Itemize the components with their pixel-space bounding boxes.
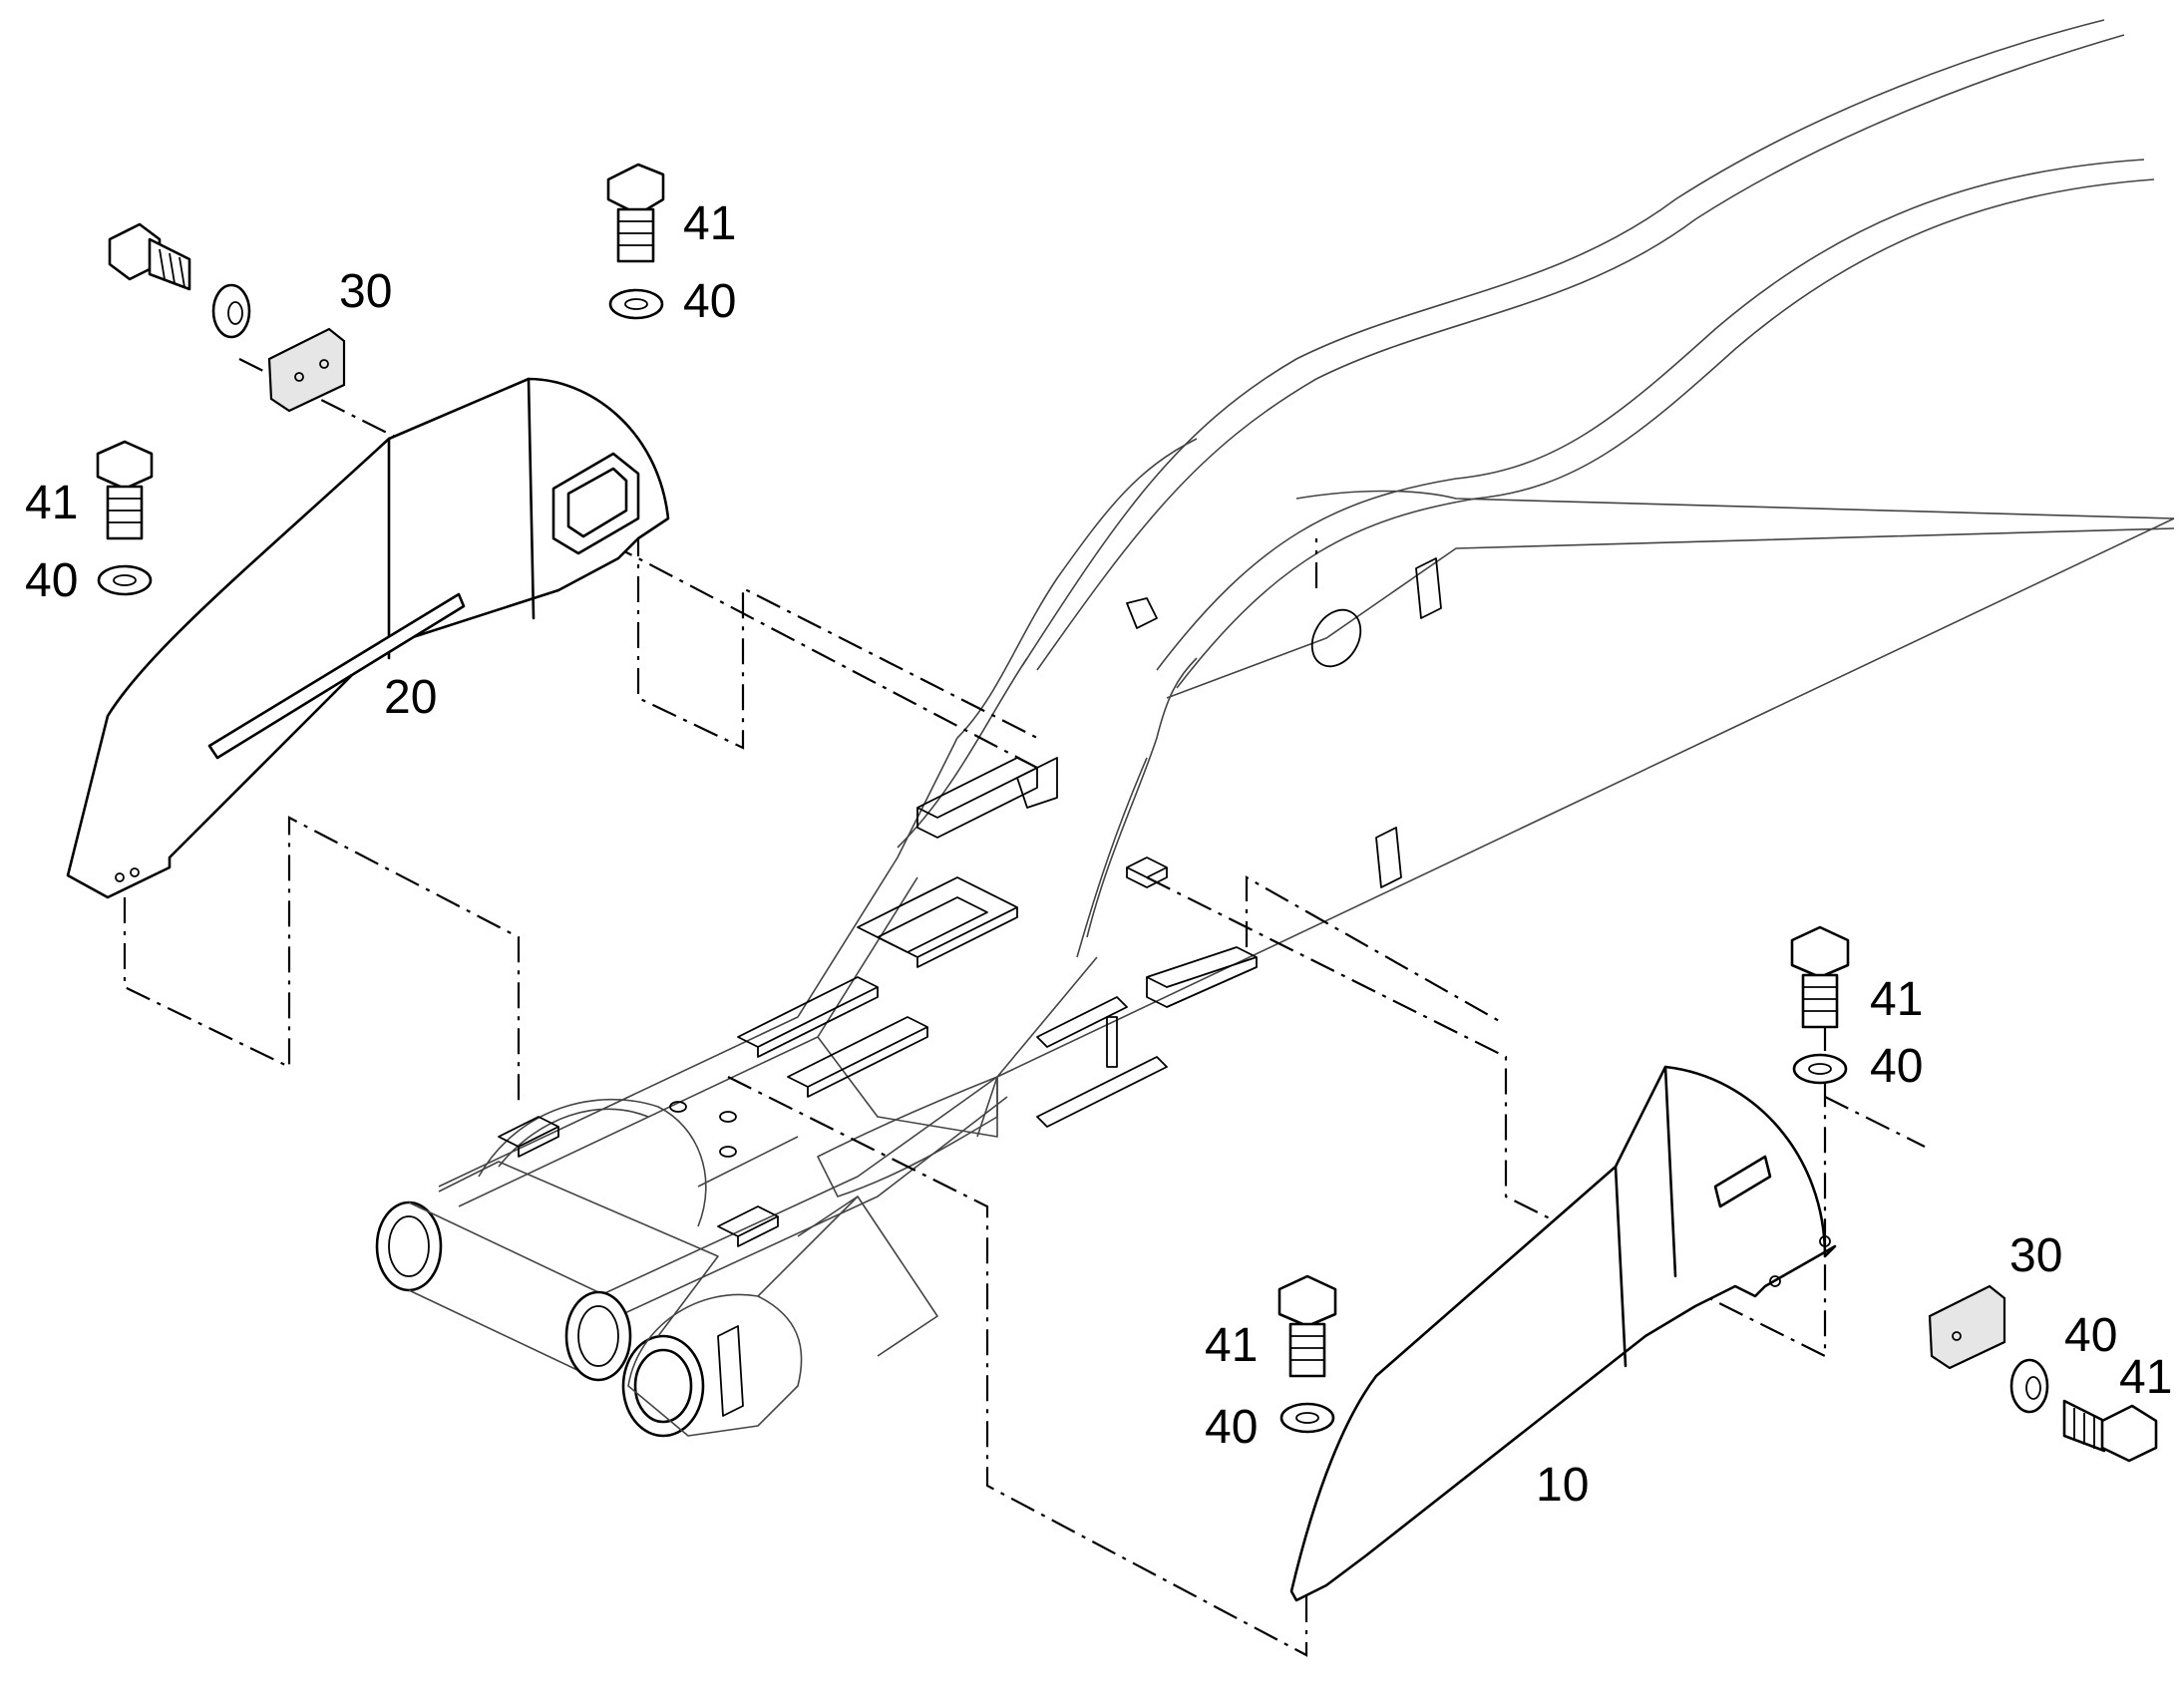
cover-part-20 — [66, 377, 670, 899]
callout-40-right: 40 — [1870, 1040, 1923, 1093]
washer-topcenter — [608, 288, 664, 320]
boom-assembly — [375, 19, 2175, 1438]
callout-40-left: 40 — [25, 554, 78, 607]
callout-20: 20 — [384, 671, 437, 724]
washer-left — [97, 564, 153, 596]
bolt-41-left — [96, 440, 154, 540]
plate-30-bottomright — [1928, 1284, 2006, 1370]
callout-40-bottomright: 40 — [2064, 1309, 2117, 1362]
callout-41-bottomright: 41 — [2119, 1351, 2172, 1404]
bolt-41-bottomcenter — [1277, 1274, 1337, 1378]
bolt-41-topcenter — [606, 163, 665, 263]
callout-41-right: 41 — [1870, 973, 1923, 1026]
callout-41-topcenter: 41 — [683, 197, 736, 250]
bolt-41-right — [1790, 925, 1850, 1029]
bolt-41-bottomright-horizontal — [2062, 1399, 2158, 1463]
callout-labels: 41 40 30 41 40 20 41 40 30 40 41 41 40 1… — [25, 197, 2172, 1512]
washer-bottomcenter — [1279, 1402, 1335, 1434]
callout-41-left: 41 — [25, 477, 78, 529]
callout-10: 10 — [1536, 1459, 1589, 1512]
washer-topleft — [211, 283, 251, 339]
plate-30-topleft — [267, 327, 346, 413]
bolt-41-topleft-horizontal — [108, 222, 191, 291]
cover-part-10 — [1289, 1065, 1837, 1602]
callout-30-topleft: 30 — [339, 265, 392, 318]
callout-40-bottomcenter: 40 — [1205, 1401, 1258, 1454]
callout-30-bottomright: 30 — [2009, 1229, 2062, 1282]
callout-41-bottomcenter: 41 — [1205, 1319, 1258, 1372]
assembly-lines — [123, 358, 1926, 1657]
washer-right — [1792, 1053, 1848, 1085]
washer-bottomright — [2009, 1358, 2049, 1414]
callout-40-topcenter: 40 — [683, 275, 736, 328]
